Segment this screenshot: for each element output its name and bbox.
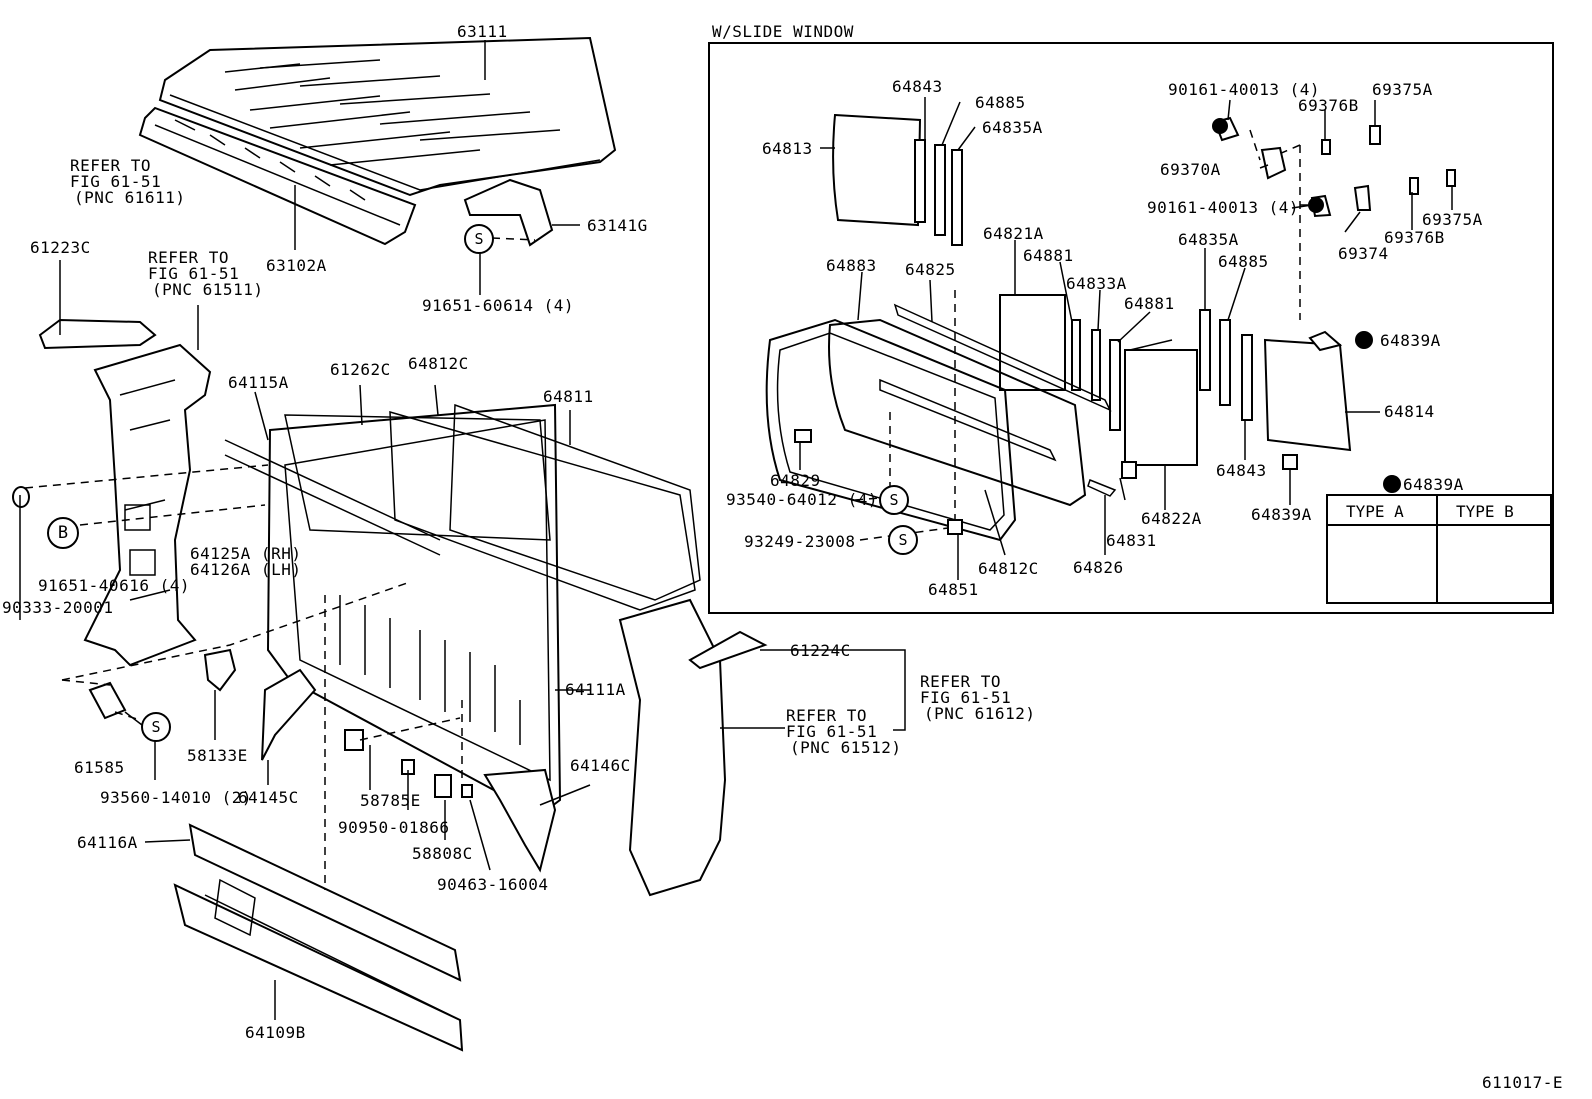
part-label: 93249-23008 [744, 532, 856, 551]
type-a-label: TYPE A [1346, 502, 1404, 521]
part-label: 69376B [1298, 96, 1359, 115]
back-panel-drawing [266, 403, 562, 817]
type-b-label: TYPE B [1456, 502, 1514, 521]
s-callout: S [888, 525, 918, 555]
part-label: 64812C [408, 354, 469, 373]
figure-code: 611017-E [1482, 1073, 1564, 1092]
slide-window-inset-frame [708, 42, 1554, 614]
part-label: 90333-20001 [2, 598, 114, 617]
rear-pillar-right-drawing [618, 598, 727, 897]
part-label: 64839A [1403, 475, 1464, 494]
part-label: 64126A (LH) [190, 560, 302, 579]
part-label: 64109B [245, 1023, 306, 1042]
s-callout: S [464, 224, 494, 254]
part-label: 64831 [1106, 531, 1157, 550]
part-label: 64843 [1216, 461, 1267, 480]
refer-note-61512-line2: FIG 61-51 [786, 722, 878, 741]
part-label: 69375A [1372, 80, 1433, 99]
part-label: 63111 [457, 22, 508, 41]
part-label: 58785E [360, 791, 421, 810]
part-label: 64885 [1218, 252, 1269, 271]
refer-note-61612-line1: REFER TO [920, 672, 1002, 691]
part-label: 93540-64012 (4) [726, 490, 878, 509]
part-label: 61224C [790, 641, 851, 660]
sill-64116a-drawing [188, 823, 462, 982]
part-label: 64829 [770, 471, 821, 490]
part-label: 64813 [762, 139, 813, 158]
bracket-61223c-drawing [38, 318, 157, 350]
refer-note-61611-line2: FIG 61-51 [70, 172, 162, 191]
part-label: 64814 [1384, 402, 1435, 421]
refer-note-61511-line2: FIG 61-51 [148, 264, 240, 283]
part-label: 63102A [266, 256, 327, 275]
part-label: 91651-40616 (4) [38, 576, 190, 595]
part-label: 93560-14010 (2) [100, 788, 252, 807]
part-label: 61223C [30, 238, 91, 257]
bracket-63141g-drawing [463, 178, 554, 247]
part-label: 64833A [1066, 274, 1127, 293]
part-label: 69374 [1338, 244, 1389, 263]
b-callout: B [47, 517, 79, 549]
part-label: 61585 [74, 758, 125, 777]
refer-note-61612-line3: (PNC 61612) [924, 704, 1036, 723]
part-label: 69376B [1384, 228, 1445, 247]
part-label: 61262C [330, 360, 391, 379]
part-label: 64835A [1178, 230, 1239, 249]
part-label: 69370A [1160, 160, 1221, 179]
part-label: 64883 [826, 256, 877, 275]
refer-note-61611-line1: REFER TO [70, 156, 152, 175]
roof-panel-drawing [158, 36, 617, 197]
part-label: 64843 [892, 77, 943, 96]
screw-icon [1212, 118, 1228, 134]
s-callout: S [141, 712, 171, 742]
refer-note-61511-line1: REFER TO [148, 248, 230, 267]
s-callout: S [879, 485, 909, 515]
refer-note-61611-line3: (PNC 61611) [74, 188, 186, 207]
part-label: 64881 [1124, 294, 1175, 313]
refer-note-61612-line2: FIG 61-51 [920, 688, 1012, 707]
sill-64109b-drawing [173, 883, 464, 1052]
part-label: 58133E [187, 746, 248, 765]
part-label: 64826 [1073, 558, 1124, 577]
type-table: TYPE A TYPE B [1326, 494, 1552, 604]
part-label: 64812C [978, 559, 1039, 578]
inset-title: W/SLIDE WINDOW [712, 22, 854, 41]
part-label: 91651-60614 (4) [422, 296, 574, 315]
part-label: 90463-16004 [437, 875, 549, 894]
part-label: 64115A [228, 373, 289, 392]
part-label: 90161-40013 (4) [1168, 80, 1320, 99]
part-label: 90950-01866 [338, 818, 450, 837]
part-label: 64811 [543, 387, 594, 406]
part-label: 58808C [412, 844, 473, 863]
part-label: 64835A [982, 118, 1043, 137]
refer-note-61512-line1: REFER TO [786, 706, 868, 725]
part-label: 69375A [1422, 210, 1483, 229]
part-label: 64825 [905, 260, 956, 279]
part-label: 64145C [238, 788, 299, 807]
part-label: 90161-40013 (4) [1147, 198, 1299, 217]
grommet-icon [12, 486, 30, 508]
part-label: 64111A [565, 680, 626, 699]
part-label: 64146C [570, 756, 631, 775]
part-label: 64839A [1251, 505, 1312, 524]
part-label: 64822A [1141, 509, 1202, 528]
part-label: 64116A [77, 833, 138, 852]
screw-icon [1308, 197, 1324, 213]
filled-circle-marker [1383, 475, 1401, 493]
part-label: 64881 [1023, 246, 1074, 265]
part-label: 64839A [1380, 331, 1441, 350]
refer-note-61512-line3: (PNC 61512) [790, 738, 902, 757]
part-label: 64851 [928, 580, 979, 599]
part-label: 64885 [975, 93, 1026, 112]
filled-circle-marker [1355, 331, 1373, 349]
part-label: 63141G [587, 216, 648, 235]
part-label: 64821A [983, 224, 1044, 243]
part-label: 64125A (RH) [190, 544, 302, 563]
refer-note-61511-line3: (PNC 61511) [152, 280, 264, 299]
header-rail-drawing [138, 106, 417, 246]
